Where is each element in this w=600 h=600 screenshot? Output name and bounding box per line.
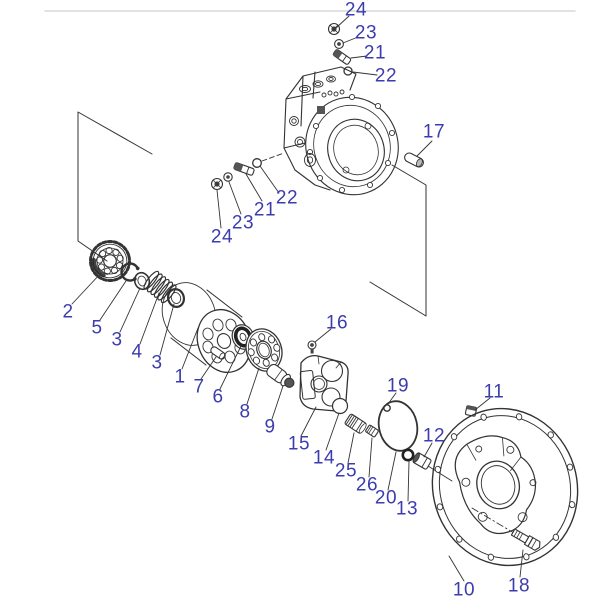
leader-line-22 (259, 165, 280, 194)
callout-17[interactable]: 17 (422, 121, 446, 143)
part-gear-plate-2 (89, 240, 131, 282)
callout-22[interactable]: 22 (275, 187, 299, 209)
callout-3[interactable]: 3 (151, 352, 163, 374)
callout-16[interactable]: 16 (325, 312, 349, 334)
callout-23[interactable]: 23 (231, 212, 255, 234)
part-retainer-plate-8 (245, 328, 283, 372)
part-ball-14 (331, 397, 349, 415)
leader-line-14 (325, 412, 340, 451)
leader-line-2 (71, 272, 102, 305)
callout-12[interactable]: 12 (422, 425, 446, 447)
part-plug-11 (464, 405, 478, 417)
callout-3[interactable]: 3 (111, 329, 123, 351)
callout-23[interactable]: 23 (354, 22, 378, 44)
pump-housing (283, 66, 399, 196)
leader-line-26 (368, 437, 373, 478)
axis-dashdot (471, 507, 515, 534)
leader-line-24 (335, 15, 350, 29)
part-plug-26 (365, 424, 379, 438)
leader-line-16 (314, 328, 332, 343)
leader-line-21 (350, 55, 368, 59)
callout-9[interactable]: 9 (264, 416, 276, 438)
leader-line-17 (416, 140, 433, 157)
leader-line-21 (245, 173, 263, 202)
part-washer-3b (166, 288, 186, 308)
leader-line-3 (119, 287, 141, 333)
part-oring-20 (377, 400, 419, 452)
leader-line-6 (219, 345, 242, 390)
callout-14[interactable]: 14 (312, 447, 336, 469)
callout-5[interactable]: 5 (91, 317, 103, 339)
callout-6[interactable]: 6 (212, 386, 224, 408)
leader-line-3 (159, 303, 175, 356)
part-group-top-fasteners (327, 22, 353, 76)
callout-11[interactable]: 11 (483, 381, 505, 403)
part-pin-7 (210, 346, 226, 360)
callout-1[interactable]: 1 (174, 366, 186, 388)
callout-15[interactable]: 15 (287, 433, 311, 455)
callout-24[interactable]: 24 (344, 0, 368, 21)
leader-line-10 (448, 555, 465, 582)
callout-20[interactable]: 20 (374, 487, 398, 509)
leader-line-1 (181, 327, 199, 370)
leader-line-15 (300, 406, 317, 437)
leader-dash (261, 152, 285, 162)
leader-line-4 (139, 292, 160, 345)
callout-4[interactable]: 4 (131, 341, 143, 363)
callout-7[interactable]: 7 (193, 376, 205, 398)
callout-10[interactable]: 10 (452, 579, 476, 600)
part-group-inner-fasteners (210, 158, 262, 191)
callout-25[interactable]: 25 (334, 460, 358, 482)
leader-line-23 (342, 36, 359, 44)
leader-line-13 (407, 460, 410, 502)
part-end-cover-10 (431, 407, 579, 567)
leader-line-12 (423, 442, 433, 458)
part-piston-9 (266, 363, 295, 388)
leader-line-18 (519, 549, 524, 578)
leader-line-24 (216, 189, 222, 229)
part-bolt-18 (510, 528, 541, 551)
leader-line-11 (474, 397, 491, 411)
leader-line-19 (387, 392, 397, 405)
callout-22[interactable]: 22 (374, 65, 398, 87)
callout-8[interactable]: 8 (239, 401, 251, 423)
callout-21[interactable]: 21 (253, 199, 277, 221)
callout-19[interactable]: 19 (386, 375, 410, 397)
callout-21[interactable]: 21 (363, 42, 387, 64)
part-pin-17 (404, 152, 424, 168)
section-bracket-right (369, 164, 427, 317)
part-plug-12 (412, 452, 432, 470)
part-oring-13 (401, 448, 415, 462)
callout-18[interactable]: 18 (507, 575, 531, 597)
leader-line-8 (246, 367, 260, 405)
part-screw-16 (307, 340, 317, 354)
callout-13[interactable]: 13 (395, 498, 419, 520)
leader-line-25 (347, 432, 355, 464)
part-plug-25 (344, 413, 367, 434)
callout-26[interactable]: 26 (355, 474, 379, 496)
leader-line-9 (271, 385, 284, 420)
callout-24[interactable]: 24 (210, 226, 234, 248)
leader-line-7 (200, 356, 217, 380)
leader-line-20 (387, 451, 397, 491)
leader-line-22 (352, 71, 378, 76)
leader-lines (71, 15, 524, 582)
leader-line-5 (99, 280, 127, 321)
leader-line-23 (228, 181, 242, 215)
section-bracket-left (77, 111, 153, 262)
callout-2[interactable]: 2 (62, 301, 74, 323)
